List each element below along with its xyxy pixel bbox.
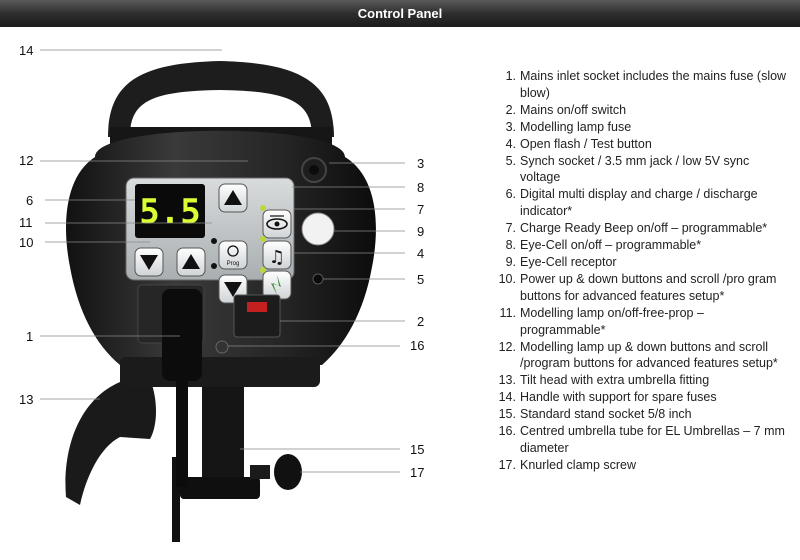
legend-item-number: 14.: [498, 390, 516, 405]
legend-item: 15. Standard stand socket 5/8 inch: [490, 406, 790, 423]
legend-item-text: Modelling lamp on/off-free-prop – progra…: [520, 305, 704, 337]
callout-6: 6: [26, 193, 34, 208]
callout-12: 12: [19, 153, 34, 168]
legend-item-text: Handle with support for spare fuses: [520, 390, 717, 405]
legend-item-text: Tilt head with extra umbrella fitting: [520, 373, 710, 388]
leader-lines: [40, 49, 405, 473]
svg-text:♫: ♫: [269, 247, 285, 268]
legend-item-text: Modelling lamp fuse: [520, 119, 632, 134]
callout-7: 7: [417, 202, 425, 217]
digital-display: [135, 184, 205, 238]
legend-item-text: Synch socket / 3.5 mm jack / low 5V sync…: [520, 153, 750, 185]
legend-item-text: Knurled clamp screw: [520, 457, 637, 472]
legend-item: 9. Eye-Cell receptor: [490, 254, 790, 271]
modelling-lamp-button[interactable]: Prog: [218, 240, 248, 270]
legend-item-number: 4.: [505, 136, 516, 151]
legend-item-number: 2.: [505, 102, 516, 117]
power-up-button[interactable]: [218, 183, 248, 213]
legend-item-text: Eye-Cell on/off – programmable*: [520, 238, 702, 253]
stand-socket: [180, 477, 260, 499]
legend-item: 12. Modelling lamp up & down buttons and …: [490, 339, 790, 373]
callout-9: 9: [417, 224, 425, 239]
legend-item-number: 12.: [498, 339, 516, 354]
legend-item: 1. Mains inlet socket includes the mains …: [490, 68, 790, 102]
prog-label: Prog: [227, 261, 240, 267]
legend-item-number: 13.: [498, 373, 516, 388]
eye-cell-receptor: [301, 212, 335, 246]
legend-item: 2. Mains on/off switch: [490, 102, 790, 119]
power-down-button[interactable]: [134, 247, 164, 277]
legend-item-number: 9.: [505, 254, 516, 269]
eye-cell-led: [260, 205, 266, 211]
lamp-up-button[interactable]: [176, 247, 206, 277]
legend-item-number: 17.: [498, 457, 516, 472]
callout-13: 13: [19, 392, 34, 407]
legend-item: 4. Open flash / Test button: [490, 136, 790, 153]
legend-item-text: Mains inlet socket includes the mains fu…: [520, 69, 787, 100]
callout-15: 15: [410, 442, 425, 457]
legend-item-text: Digital multi display and charge / disch…: [520, 187, 758, 219]
eye-cell-button[interactable]: [262, 209, 292, 239]
mains-switch: [233, 294, 281, 338]
callout-4: 4: [417, 246, 425, 261]
legend-item: 10. Power up & down buttons and scroll /p…: [490, 271, 790, 305]
handle: [108, 61, 334, 137]
legend-item-text: Centred umbrella tube for EL Umbrellas –…: [520, 424, 785, 455]
callout-5: 5: [417, 272, 425, 287]
callout-16: 16: [410, 338, 425, 353]
legend-item-text: Eye-Cell receptor: [520, 254, 617, 269]
callout-11: 11: [19, 215, 33, 230]
flash-unit-illustration: 5.5 Prog ♫: [40, 49, 405, 542]
legend-item: 8. Eye-Cell on/off – programmable*: [490, 237, 790, 254]
tilt-bracket: [65, 379, 156, 505]
legend-item-number: 5.: [505, 153, 516, 168]
beep-button[interactable]: ♫: [262, 240, 292, 270]
legend-item: 7. Charge Ready Beep on/off – programmabl…: [490, 220, 790, 237]
legend-item-text: Power up & down buttons and scroll /pro …: [520, 271, 777, 303]
legend-item-text: Standard stand socket 5/8 inch: [520, 407, 692, 422]
legend-item-number: 6.: [505, 187, 516, 202]
callout-2: 2: [417, 314, 425, 329]
legend-item-number: 10.: [498, 271, 516, 286]
legend-item-number: 8.: [505, 238, 516, 253]
callout-3: 3: [417, 156, 425, 171]
legend-item-text: Modelling lamp up & down buttons and scr…: [520, 339, 778, 371]
test-led: [260, 267, 266, 273]
legend-item-number: 1.: [505, 69, 516, 83]
legend-item-number: 16.: [498, 424, 516, 439]
legend-item-text: Charge Ready Beep on/off – programmable*: [520, 221, 768, 236]
legend-item-number: 11.: [499, 305, 516, 320]
callout-1: 1: [26, 329, 34, 344]
legend-item: 6. Digital multi display and charge / dis…: [490, 186, 790, 220]
beep-led: [260, 236, 266, 242]
legend-item: 13. Tilt head with extra umbrella fitting: [490, 372, 790, 389]
flash-unit-diagram: 5.5 Prog ♫: [0, 27, 470, 555]
callout-14: 14: [19, 43, 34, 58]
callout-10: 10: [19, 235, 34, 250]
legend-item: 16. Centred umbrella tube for EL Umbrella…: [490, 423, 790, 457]
display-value: 5.5: [139, 192, 200, 232]
legend-item-number: 15.: [498, 407, 516, 422]
legend-item-number: 3.: [505, 119, 516, 134]
legend-item-text: Mains on/off switch: [520, 102, 627, 117]
power-cable-plug: [162, 289, 202, 381]
synch-socket: [312, 273, 324, 285]
clamp-screw: [250, 454, 302, 490]
legend-item: 14. Handle with support for spare fuses: [490, 389, 790, 406]
callout-17: 17: [410, 465, 425, 480]
legend-item: 11. Modelling lamp on/off-free-prop – pro…: [490, 305, 790, 339]
legend-list: 1. Mains inlet socket includes the mains …: [490, 68, 790, 474]
legend-item: 17. Knurled clamp screw: [490, 457, 790, 474]
umbrella-tube: [215, 340, 229, 354]
legend-item-number: 7.: [505, 221, 516, 236]
legend-item: 3. Modelling lamp fuse: [490, 119, 790, 136]
callout-8: 8: [417, 180, 425, 195]
window-title: Control Panel: [0, 0, 800, 27]
legend-item-text: Open flash / Test button: [520, 136, 652, 151]
legend-item: 5. Synch socket / 3.5 mm jack / low 5V sy…: [490, 153, 790, 187]
